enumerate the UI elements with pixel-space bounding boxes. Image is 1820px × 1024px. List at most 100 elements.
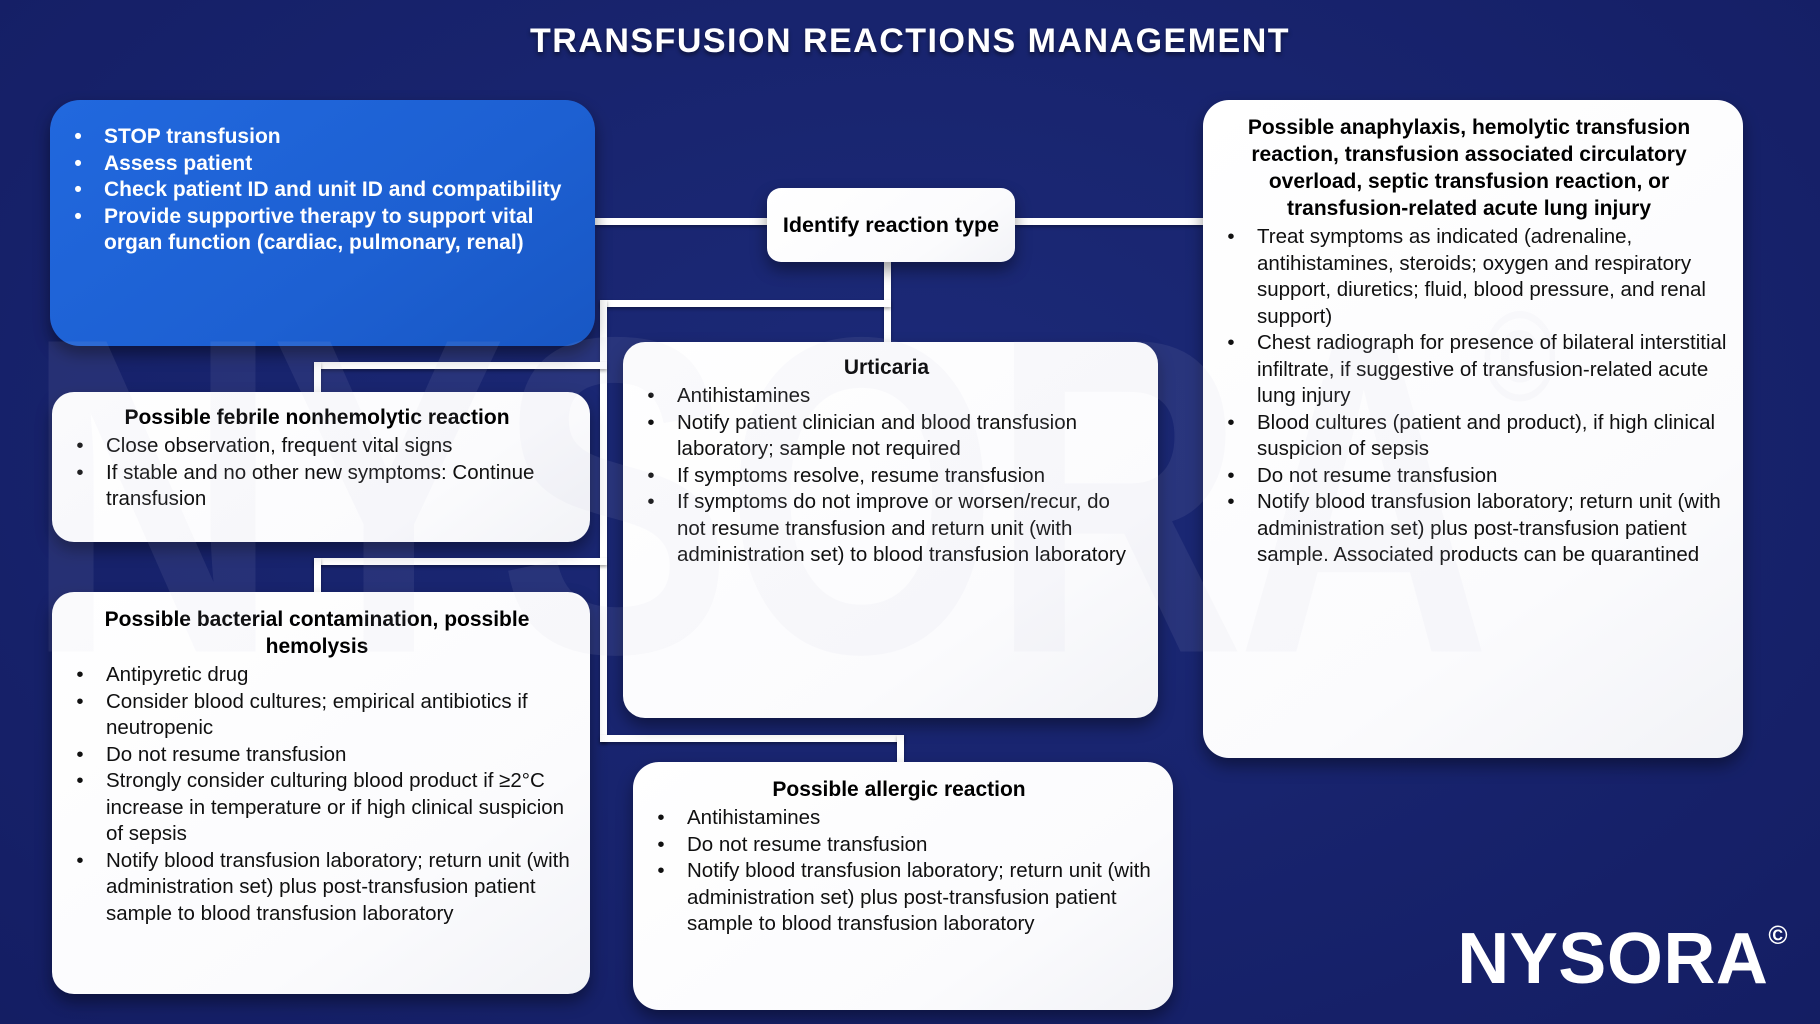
bullet-item: • Close observation, frequent vital signs — [58, 433, 576, 460]
bullet-icon: • — [76, 742, 84, 766]
identify-reaction-box: Identify reaction type — [767, 188, 1015, 262]
bullet-icon: • — [647, 384, 655, 407]
anaphylaxis-box: Possible anaphylaxis, hemolytic transfus… — [1203, 100, 1743, 758]
bullet-text: Antihistamines — [677, 384, 811, 407]
bullet-text: Provide supportive therapy to support vi… — [104, 204, 534, 255]
bullet-icon: • — [74, 125, 82, 148]
bullet-icon: • — [657, 806, 665, 829]
bullet-icon: • — [657, 832, 665, 856]
bullet-item: • Chest radiograph for presence of bilate… — [1209, 330, 1729, 410]
febrile-reaction-box: Possible febrile nonhemolytic reaction •… — [52, 392, 590, 542]
urticaria-list: • Antihistamines • Notify patient clinician… — [629, 383, 1144, 569]
bullet-icon: • — [76, 769, 84, 792]
bullet-text: Strongly consider culturing blood produc… — [106, 769, 565, 845]
bullet-item: • Do not resume transfusion — [639, 832, 1159, 859]
page-title: TRANSFUSION REACTIONS MANAGEMENT — [529, 22, 1291, 60]
connector-initial-to-identify — [595, 218, 767, 225]
allergic-reaction-title: Possible allergic reaction — [772, 778, 1026, 801]
bullet-item: • Provide supportive therapy to support v… — [56, 204, 579, 257]
bullet-icon: • — [1227, 225, 1235, 248]
bullet-text: Close observation, frequent vital signs — [106, 434, 453, 457]
bullet-item: • Treat symptoms as indicated (adrenaline… — [1209, 224, 1729, 330]
bullet-item: • If stable and no other new symptoms: Co… — [58, 460, 576, 513]
urticaria-title: Urticaria — [843, 356, 930, 379]
bullet-item: • Notify blood transfusion laboratory; re… — [58, 848, 576, 928]
bullet-icon: • — [657, 859, 665, 882]
bullet-icon: • — [647, 463, 655, 487]
anaphylaxis-list: • Treat symptoms as indicated (adrenaline… — [1209, 224, 1729, 569]
anaphylaxis-title: Possible anaphylaxis, hemolytic transfus… — [1247, 116, 1691, 220]
bullet-text: Chest radiograph for presence of bilater… — [1257, 331, 1727, 407]
connector-branch-febrile — [314, 362, 607, 369]
nysora-logo-text: NYSORA — [1457, 919, 1769, 999]
bullet-text: If symptoms do not improve or worsen/rec… — [677, 490, 1126, 566]
bullet-item: • Strongly consider culturing blood produ… — [58, 768, 576, 848]
bacterial-contamination-title: Possible bacterial contamination, possib… — [104, 608, 530, 658]
connector-stub-bacterial — [314, 558, 321, 595]
bullet-text: Consider blood cultures; empirical antib… — [106, 689, 528, 740]
bullet-text: Do not resume transfusion — [687, 832, 928, 856]
bullet-item: • Antipyretic drug — [58, 662, 576, 689]
febrile-reaction-list: • Close observation, frequent vital signs… — [58, 433, 576, 513]
connector-branch-allergic — [600, 735, 904, 742]
bullet-item: • Do not resume transfusion — [1209, 463, 1729, 490]
bullet-icon: • — [647, 410, 655, 434]
bullet-icon: • — [647, 490, 655, 513]
bullet-text: Notify patient clinician and blood trans… — [677, 410, 1077, 461]
bullet-item: • STOP transfusion — [56, 124, 579, 151]
bullet-text: Assess patient — [104, 151, 253, 175]
bullet-icon: • — [74, 178, 82, 201]
bullet-item: • Notify blood transfusion laboratory; re… — [1209, 489, 1729, 569]
bullet-text: Do not resume transfusion — [1257, 463, 1498, 487]
bullet-icon: • — [76, 460, 84, 484]
bullet-text: If stable and no other new symptoms: Con… — [106, 460, 535, 511]
bullet-item: • Notify patient clinician and blood tran… — [629, 410, 1144, 463]
bullet-icon: • — [1227, 331, 1235, 354]
bullet-text: STOP transfusion — [104, 125, 281, 148]
identify-reaction-label: Identify reaction type — [782, 213, 1000, 237]
logo-copyright-icon: © — [1768, 920, 1788, 950]
bullet-text: Do not resume transfusion — [106, 742, 347, 766]
bullet-icon: • — [74, 151, 82, 175]
bullet-item: • Consider blood cultures; empirical anti… — [58, 689, 576, 742]
bullet-icon: • — [1227, 463, 1235, 487]
bullet-item: • Assess patient — [56, 151, 579, 178]
bullet-icon: • — [76, 689, 84, 713]
bullet-text: Notify blood transfusion laboratory; ret… — [106, 848, 570, 925]
bullet-icon: • — [76, 663, 84, 686]
allergic-reaction-list: • Antihistamines • Do not resume transfusio… — [639, 805, 1159, 938]
bullet-text: Antihistamines — [687, 806, 821, 829]
connector-stub-allergic — [897, 735, 904, 765]
bullet-item: • Check patient ID and unit ID and compat… — [56, 177, 579, 204]
bacterial-contamination-list: • Antipyretic drug • Consider blood culture… — [58, 662, 576, 927]
connector-identify-to-anaphylaxis — [1015, 218, 1203, 225]
bullet-item: • If symptoms do not improve or worsen/re… — [629, 489, 1144, 569]
nysora-logo: NYSORA© — [1457, 918, 1788, 1000]
bullet-icon: • — [76, 434, 84, 457]
bullet-text: Check patient ID and unit ID and compati… — [104, 178, 562, 201]
urticaria-box: Urticaria • Antihistamines • Notify patient… — [623, 342, 1158, 718]
allergic-reaction-box: Possible allergic reaction • Antihistamin… — [633, 762, 1173, 1010]
initial-actions-box: • STOP transfusion • Assess patient • Check p… — [50, 100, 595, 346]
bullet-item: • Notify blood transfusion laboratory; re… — [639, 858, 1159, 938]
bullet-text: Notify blood transfusion laboratory; ret… — [1257, 490, 1721, 566]
bullet-text: Treat symptoms as indicated (adrenaline,… — [1257, 225, 1706, 328]
initial-actions-list: • STOP transfusion • Assess patient • Check p… — [56, 124, 579, 257]
bullet-text: Blood cultures (patient and product), if… — [1257, 410, 1716, 461]
connector-branch-bacterial — [314, 558, 607, 565]
bullet-text: If symptoms resolve, resume transfusion — [677, 463, 1045, 487]
connector-left-spine — [600, 300, 607, 742]
bullet-text: Notify blood transfusion laboratory; ret… — [687, 859, 1151, 935]
bacterial-contamination-box: Possible bacterial contamination, possib… — [52, 592, 590, 994]
bullet-text: Antipyretic drug — [106, 663, 249, 686]
febrile-reaction-title: Possible febrile nonhemolytic reaction — [124, 406, 510, 429]
bullet-item: • If symptoms resolve, resume transfusion — [629, 463, 1144, 490]
bullet-icon: • — [74, 204, 82, 228]
bullet-item: • Antihistamines — [639, 805, 1159, 832]
bullet-icon: • — [1227, 490, 1235, 513]
bullet-icon: • — [76, 848, 84, 872]
bullet-item: • Antihistamines — [629, 383, 1144, 410]
connector-junction-horizontal — [600, 300, 891, 307]
bullet-item: • Do not resume transfusion — [58, 742, 576, 769]
